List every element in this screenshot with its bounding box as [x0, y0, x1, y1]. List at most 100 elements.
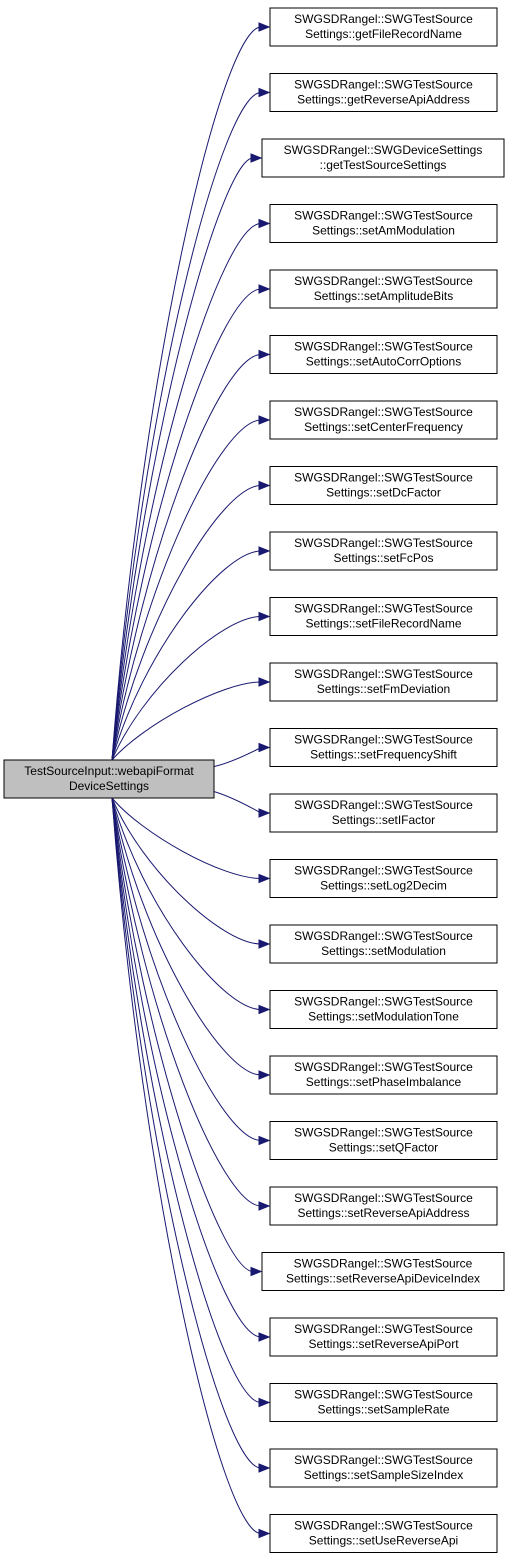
- call-edge: [111, 797, 262, 1403]
- call-edge-arrowhead: [258, 480, 271, 491]
- call-edge-arrowhead: [258, 1528, 271, 1539]
- target-node-label-line1: SWGSDRangel::SWGTestSource: [294, 78, 473, 92]
- target-node-label-line2: Settings::setReverseApiPort: [308, 1337, 459, 1351]
- target-node-label-line1: SWGSDRangel::SWGTestSource: [294, 1388, 473, 1402]
- target-node-label-line1: SWGSDRangel::SWGTestSource: [294, 733, 473, 747]
- target-node-label-line1: SWGSDRangel::SWGTestSource: [294, 471, 473, 485]
- target-node-label-line2: Settings::getReverseApiAddress: [297, 93, 470, 107]
- target-node-label-line1: SWGSDRangel::SWGTestSource: [294, 1191, 473, 1205]
- target-node-label-line1: SWGSDRangel::SWGTestSource: [294, 340, 473, 354]
- target-node[interactable]: SWGSDRangel::SWGTestSourceSettings::setI…: [269, 793, 498, 833]
- target-node[interactable]: SWGSDRangel::SWGTestSourceSettings::setR…: [269, 1317, 498, 1357]
- target-node-label-line1: SWGSDRangel::SWGTestSource: [294, 274, 473, 288]
- call-edge: [111, 419, 262, 761]
- target-node-box: [261, 1252, 505, 1291]
- target-node[interactable]: SWGSDRangel::SWGDeviceSettings::getTestS…: [261, 138, 505, 178]
- call-edge: [111, 92, 262, 761]
- target-node-label-line1: SWGSDRangel::SWGTestSource: [294, 667, 473, 681]
- target-node-box: [269, 597, 498, 636]
- target-node-box: [269, 7, 498, 47]
- call-edge: [111, 616, 262, 761]
- call-edge: [111, 223, 262, 761]
- target-node[interactable]: SWGSDRangel::SWGTestSourceSettings::setS…: [269, 1383, 498, 1422]
- target-node-label-line2: Settings::setFmDeviation: [317, 682, 450, 696]
- target-node-label-line2: Settings::setSampleRate: [317, 1403, 449, 1417]
- target-node[interactable]: SWGSDRangel::SWGTestSourceSettings::setF…: [269, 728, 498, 767]
- target-node-box: [269, 662, 498, 702]
- call-edge-arrowhead: [258, 1332, 271, 1342]
- call-edge-arrowhead: [258, 1135, 271, 1146]
- target-node-label-line1: SWGSDRangel::SWGTestSource: [294, 536, 473, 550]
- target-node-label-line2: ::getTestSourceSettings: [320, 158, 447, 172]
- target-node-box: [269, 1514, 498, 1553]
- target-node[interactable]: SWGSDRangel::SWGTestSourceSettings::setD…: [269, 466, 498, 505]
- call-edge-arrowhead: [258, 349, 271, 360]
- source-node[interactable]: TestSourceInput::webapiFormat DeviceSett…: [3, 759, 215, 799]
- target-node-label-line2: Settings::setQFactor: [329, 1141, 438, 1155]
- target-node-box: [269, 1448, 498, 1488]
- target-node-label-line2: Settings::setModulationTone: [308, 1010, 459, 1024]
- call-edge: [111, 797, 262, 1010]
- target-node[interactable]: SWGSDRangel::SWGTestSourceSettings::setS…: [269, 1448, 498, 1488]
- target-node[interactable]: SWGSDRangel::SWGTestSourceSettings::setC…: [269, 400, 498, 440]
- target-node[interactable]: SWGSDRangel::SWGTestSourceSettings::setM…: [269, 990, 498, 1029]
- target-node-box: [269, 335, 498, 374]
- target-node[interactable]: SWGSDRangel::SWGTestSourceSettings::setF…: [269, 531, 498, 571]
- target-node-box: [269, 269, 498, 309]
- call-edge-arrowhead: [258, 1397, 271, 1408]
- target-node-box: [269, 924, 498, 964]
- target-node[interactable]: SWGSDRangel::SWGTestSourceSettings::setF…: [269, 662, 498, 702]
- call-edge: [211, 790, 262, 814]
- target-node[interactable]: SWGSDRangel::SWGTestSourceSettings::setP…: [269, 1055, 498, 1095]
- target-node-label-line2: Settings::setPhaseImbalance: [306, 1075, 462, 1089]
- target-node-label-line1: SWGSDRangel::SWGTestSource: [294, 1126, 473, 1140]
- source-node-box: [3, 759, 215, 799]
- target-node[interactable]: SWGSDRangel::SWGTestSourceSettings::getF…: [269, 7, 498, 47]
- call-edge: [111, 354, 262, 761]
- target-node-label-line1: SWGSDRangel::SWGTestSource: [294, 209, 473, 223]
- call-edge-arrowhead: [258, 677, 271, 687]
- target-node[interactable]: SWGSDRangel::SWGTestSourceSettings::setA…: [269, 269, 498, 309]
- target-node-box: [269, 531, 498, 571]
- target-node[interactable]: SWGSDRangel::SWGTestSourceSettings::setL…: [269, 859, 498, 898]
- target-node-label-line2: Settings::setAmplitudeBits: [314, 289, 453, 303]
- target-node-label-line2: Settings::setCenterFrequency: [304, 420, 463, 434]
- call-edge: [111, 26, 262, 761]
- target-node-label-line1: SWGSDRangel::SWGTestSource: [294, 864, 473, 878]
- target-node[interactable]: SWGSDRangel::SWGTestSourceSettings::setU…: [269, 1514, 498, 1553]
- call-edge: [111, 797, 262, 1076]
- target-node[interactable]: SWGSDRangel::SWGTestSourceSettings::setQ…: [269, 1121, 498, 1160]
- target-node-label-line1: SWGSDRangel::SWGTestSource: [294, 1060, 473, 1074]
- target-node[interactable]: SWGSDRangel::SWGTestSourceSettings::setF…: [269, 597, 498, 636]
- call-edge: [111, 797, 262, 1207]
- target-node[interactable]: SWGSDRangel::SWGTestSourceSettings::setA…: [269, 335, 498, 374]
- target-node[interactable]: SWGSDRangel::SWGTestSourceSettings::setR…: [261, 1252, 505, 1291]
- target-node-box: [269, 400, 498, 440]
- call-edge: [111, 157, 254, 761]
- call-edge: [111, 797, 254, 1272]
- call-edge-arrowhead: [258, 546, 271, 556]
- target-node[interactable]: SWGSDRangel::SWGTestSourceSettings::setM…: [269, 924, 498, 964]
- target-node-box: [269, 728, 498, 767]
- function-nodes: TestSourceInput::webapiFormat DeviceSett…: [3, 7, 505, 1553]
- call-edge-arrowhead: [258, 22, 271, 32]
- target-node-label-line2: Settings::getFileRecordName: [305, 27, 462, 41]
- call-edge-arrowhead: [250, 153, 263, 163]
- target-node-box: [269, 1121, 498, 1160]
- target-node-label-line2: Settings::setFileRecordName: [305, 617, 461, 631]
- target-node-label-line2: Settings::setAmModulation: [312, 224, 455, 238]
- target-node-label-line2: Settings::setModulation: [321, 944, 446, 958]
- target-node-box: [269, 1186, 498, 1226]
- source-node-label-line1: TestSourceInput::webapiFormat: [24, 764, 194, 778]
- target-node-label-line2: Settings::setFrequencyShift: [310, 748, 457, 762]
- target-node-box: [269, 990, 498, 1029]
- call-edge-arrowhead: [258, 1463, 271, 1473]
- target-node[interactable]: SWGSDRangel::SWGTestSourceSettings::setR…: [269, 1186, 498, 1226]
- call-edge-arrowhead: [258, 87, 271, 98]
- call-edge: [111, 797, 262, 1469]
- target-node-label-line2: Settings::setUseReverseApi: [309, 1534, 458, 1548]
- call-edge-arrowhead: [258, 1004, 271, 1015]
- target-node[interactable]: SWGSDRangel::SWGTestSourceSettings::setA…: [269, 204, 498, 243]
- target-node[interactable]: SWGSDRangel::SWGTestSourceSettings::getR…: [269, 73, 498, 112]
